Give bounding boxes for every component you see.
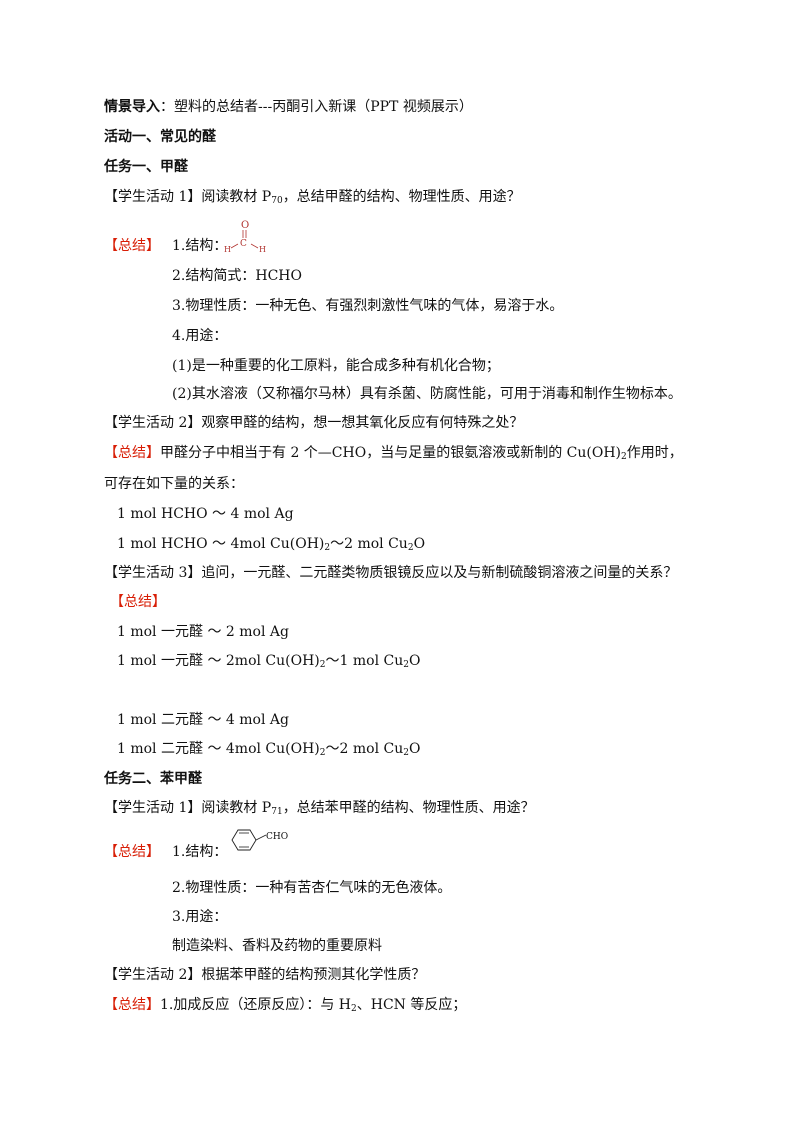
task2-title: 任务二、苯甲醛: [104, 771, 202, 787]
task1-summary-2: 【总结】甲醛分子中相当于有 2 个—CHO，当与足量的银氨溶液或新制的 Cu(O…: [104, 444, 683, 462]
task1-student-activity-1: 【学生活动 1】阅读教材 P70，总结甲醛的结构、物理性质、用途？: [104, 188, 521, 206]
formaldehyde-structure-line: 1.结构：: [172, 237, 227, 255]
bond-h-left: [230, 243, 239, 249]
relation-pre: 1 mol 一元醛 ～ 2mol Cu(OH): [117, 653, 320, 669]
relation-pre: 1 mol HCHO ～ 4mol Cu(OH): [117, 536, 325, 552]
summary-text-post: 作用时，: [626, 445, 683, 461]
summary-label: 【总结】: [104, 445, 160, 461]
relation-mono-cu: 1 mol 一元醛 ～ 2mol Cu(OH)2～1 mol Cu2O: [117, 652, 420, 670]
formaldehyde-structure-diagram: O C H H: [224, 220, 266, 254]
benzaldehyde-physical: 2.物理性质：一种有苦杏仁气味的无色液体。: [172, 880, 452, 896]
relation-mid: ～2 mol Cu: [330, 536, 408, 552]
summary-text-pre: 甲醛分子中相当于有 2 个—CHO，当与足量的银氨溶液或新制的 Cu(OH): [160, 445, 621, 461]
page-subscript: 70: [271, 196, 283, 206]
task2-summary-2: 【总结】1.加成反应（还原反应）：与 H2、HCN 等反应；: [104, 996, 466, 1014]
subscript: 2: [319, 748, 326, 758]
task2-student-activity-1: 【学生活动 1】阅读教材 P71，总结苯甲醛的结构、物理性质、用途？: [104, 799, 535, 817]
intro-text: ：塑料的总结者---丙酮引入新课（PPT 视频展示）: [160, 99, 473, 115]
subscript: 2: [324, 543, 331, 553]
relation-hcho-ag: 1 mol HCHO ～ 4 mol Ag: [117, 506, 294, 522]
relation-pre: 1 mol 二元醛 ～ 4mol Cu(OH): [117, 741, 320, 757]
activity-label: 【学生活动 1】: [104, 189, 202, 205]
activity-text-pre: 阅读教材 P: [201, 800, 272, 816]
benzaldehyde-use-title: 3.用途：: [172, 909, 228, 925]
activity-text-post: ，总结苯甲醛的结构、物理性质、用途？: [282, 800, 535, 816]
subscript: 2: [319, 660, 326, 670]
formaldehyde-use-title: 4.用途：: [172, 328, 228, 344]
task1-summary-label: 【总结】: [104, 238, 160, 254]
activity-text-post: ，总结甲醛的结构、物理性质、用途？: [282, 189, 521, 205]
activity-label: 【学生活动 1】: [104, 800, 202, 816]
subscript: 2: [351, 1004, 357, 1014]
summary-text-pre: 1.加成反应（还原反应）：与 H: [160, 997, 352, 1013]
subscript: 2: [403, 748, 409, 758]
cho-group: CHO: [266, 832, 288, 842]
benzaldehyde-structure-line: 1.结构：: [172, 843, 227, 861]
activity-label: 【学生活动 2】: [104, 967, 202, 983]
relation-di-cu: 1 mol 二元醛 ～ 4mol Cu(OH)2～2 mol Cu2O: [117, 740, 420, 758]
structure-label: 1.结构：: [172, 238, 228, 254]
hydrogen-atom-right: H: [259, 245, 266, 254]
activity-text-pre: 阅读教材 P: [201, 189, 272, 205]
task2-summary-label: 【总结】: [104, 844, 160, 860]
oxygen-atom: O: [241, 220, 249, 231]
hydrogen-atom-left: H: [224, 245, 231, 254]
formaldehyde-formula: 2.结构简式：HCHO: [172, 268, 302, 284]
task1-summary-2-continued: 可存在如下量的关系：: [104, 476, 244, 492]
formaldehyde-physical: 3.物理性质：一种无色、有强烈刺激性气味的气体，易溶于水。: [172, 298, 564, 314]
subscript: 2: [407, 543, 414, 553]
bond-to-cho: [255, 834, 267, 841]
summary-label: 【总结】: [104, 997, 160, 1013]
page-subscript: 71: [271, 807, 283, 817]
task1-student-activity-3: 【学生活动 3】追问，一元醛、二元醛类物质银镜反应以及与新制硫酸铜溶液之间量的关…: [104, 564, 677, 582]
relation-hcho-cu: 1 mol HCHO ～ 4mol Cu(OH)2～2 mol Cu2O: [117, 535, 425, 553]
relation-post: O: [408, 653, 421, 669]
intro-label: 情景导入: [104, 99, 160, 115]
subscript: 2: [403, 660, 409, 670]
activity-text: 追问，一元醛、二元醛类物质银镜反应以及与新制硫酸铜溶液之间量的关系？: [201, 565, 678, 581]
task1-title: 任务一、甲醛: [104, 159, 188, 175]
relation-post: O: [408, 741, 421, 757]
benzaldehyde-structure-diagram: CHO: [231, 829, 288, 851]
activity-label: 【学生活动 2】: [104, 415, 202, 431]
summary-text-post: 、HCN 等反应；: [356, 997, 467, 1013]
relation-post: O: [413, 536, 426, 552]
activity-text: 根据苯甲醛的结构预测其化学性质？: [201, 967, 426, 983]
benzaldehyde-use: 制造染料、香料及药物的重要原料: [172, 938, 382, 954]
task1-student-activity-2: 【学生活动 2】观察甲醛的结构，想一想其氧化反应有何特殊之处？: [104, 414, 523, 432]
relation-mid: ～1 mol Cu: [325, 653, 404, 669]
task2-student-activity-2: 【学生活动 2】根据苯甲醛的结构预测其化学性质？: [104, 966, 425, 984]
activity-text: 观察甲醛的结构，想一想其氧化反应有何特殊之处？: [201, 415, 524, 431]
relation-mid: ～2 mol Cu: [325, 741, 404, 757]
relation-mono-ag: 1 mol 一元醛 ～ 2 mol Ag: [117, 624, 289, 640]
relation-di-ag: 1 mol 二元醛 ～ 4 mol Ag: [117, 712, 289, 728]
activity1-title: 活动一、常见的醛: [104, 129, 216, 145]
formaldehyde-use-2: (2)其水溶液（又称福尔马林）具有杀菌、防腐性能，可用于消毒和制作生物标本。: [172, 386, 682, 402]
activity-label: 【学生活动 3】: [104, 565, 202, 581]
formaldehyde-use-1: (1)是一种重要的化工原料，能合成多种有机化合物；: [172, 358, 500, 374]
carbon-atom: C: [240, 239, 247, 249]
subscript: 2: [621, 452, 627, 462]
task1-summary-3-label: 【总结】: [110, 594, 166, 610]
bond-h-right: [250, 243, 259, 249]
structure-label: 1.结构：: [172, 844, 228, 860]
intro-line: 情景导入：塑料的总结者---丙酮引入新课（PPT 视频展示）: [104, 98, 473, 116]
